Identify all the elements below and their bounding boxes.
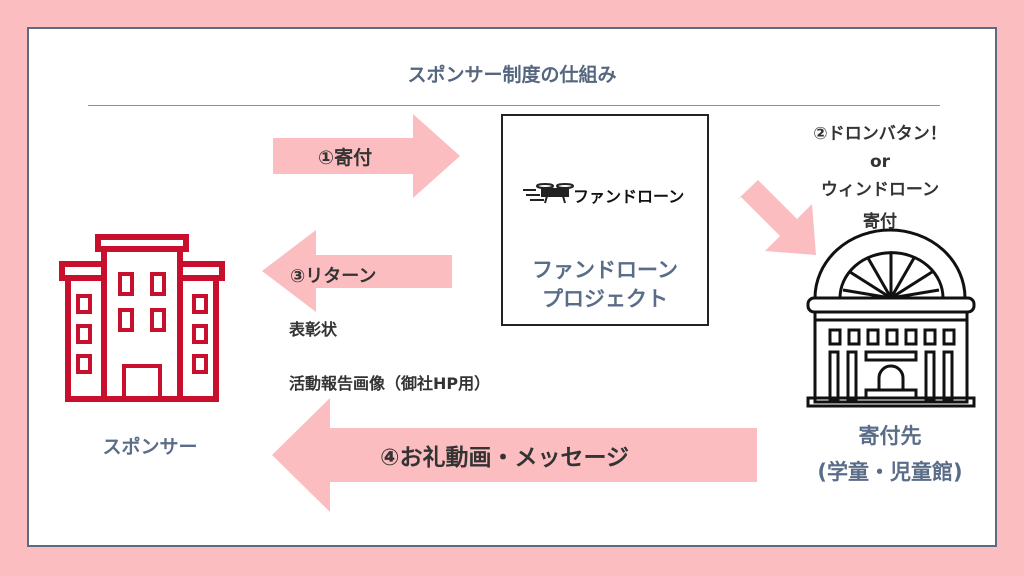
drone-logo-icon xyxy=(523,183,574,204)
project-name: ファンドローン プロジェクト xyxy=(501,256,709,314)
step-return-label: ③リターン xyxy=(290,266,377,287)
arrow-drone-donate xyxy=(737,180,816,255)
diagram-title: スポンサー制度の仕組み xyxy=(407,64,617,86)
return-item: 表彰状 xyxy=(289,320,338,339)
office-building-icon xyxy=(59,234,225,402)
sponsor-label: スポンサー xyxy=(102,436,198,458)
recipient-label: 寄付先 (学童・児童館) xyxy=(790,418,990,490)
recipient-line: (学童・児童館) xyxy=(817,460,963,484)
arrow-thanks xyxy=(272,398,757,512)
project-logo-text: ファンドローン xyxy=(573,187,685,206)
return-item: 活動報告画像（御社HP用） xyxy=(289,374,491,393)
arrow-donate xyxy=(273,114,460,198)
divider xyxy=(88,105,940,106)
drone-line: ②ドロンバタン！ xyxy=(813,124,947,144)
drone-line: ウィンドローン xyxy=(820,180,940,200)
step-thanks-label: ④お礼動画・メッセージ xyxy=(380,445,630,471)
project-name-line: ファンドローン xyxy=(532,258,678,282)
museum-building-icon xyxy=(806,228,976,408)
project-box xyxy=(501,114,709,326)
project-name-line: プロジェクト xyxy=(542,287,668,311)
recipient-line: 寄付先 xyxy=(858,424,922,448)
drone-line: or xyxy=(869,152,891,172)
step-donate-label: ①寄付 xyxy=(318,147,373,169)
drone-line: 寄付 xyxy=(863,212,897,232)
step-drone-label: ②ドロンバタン！ or ウィンドローン 寄付 xyxy=(770,120,990,236)
arrow-return xyxy=(262,230,452,312)
